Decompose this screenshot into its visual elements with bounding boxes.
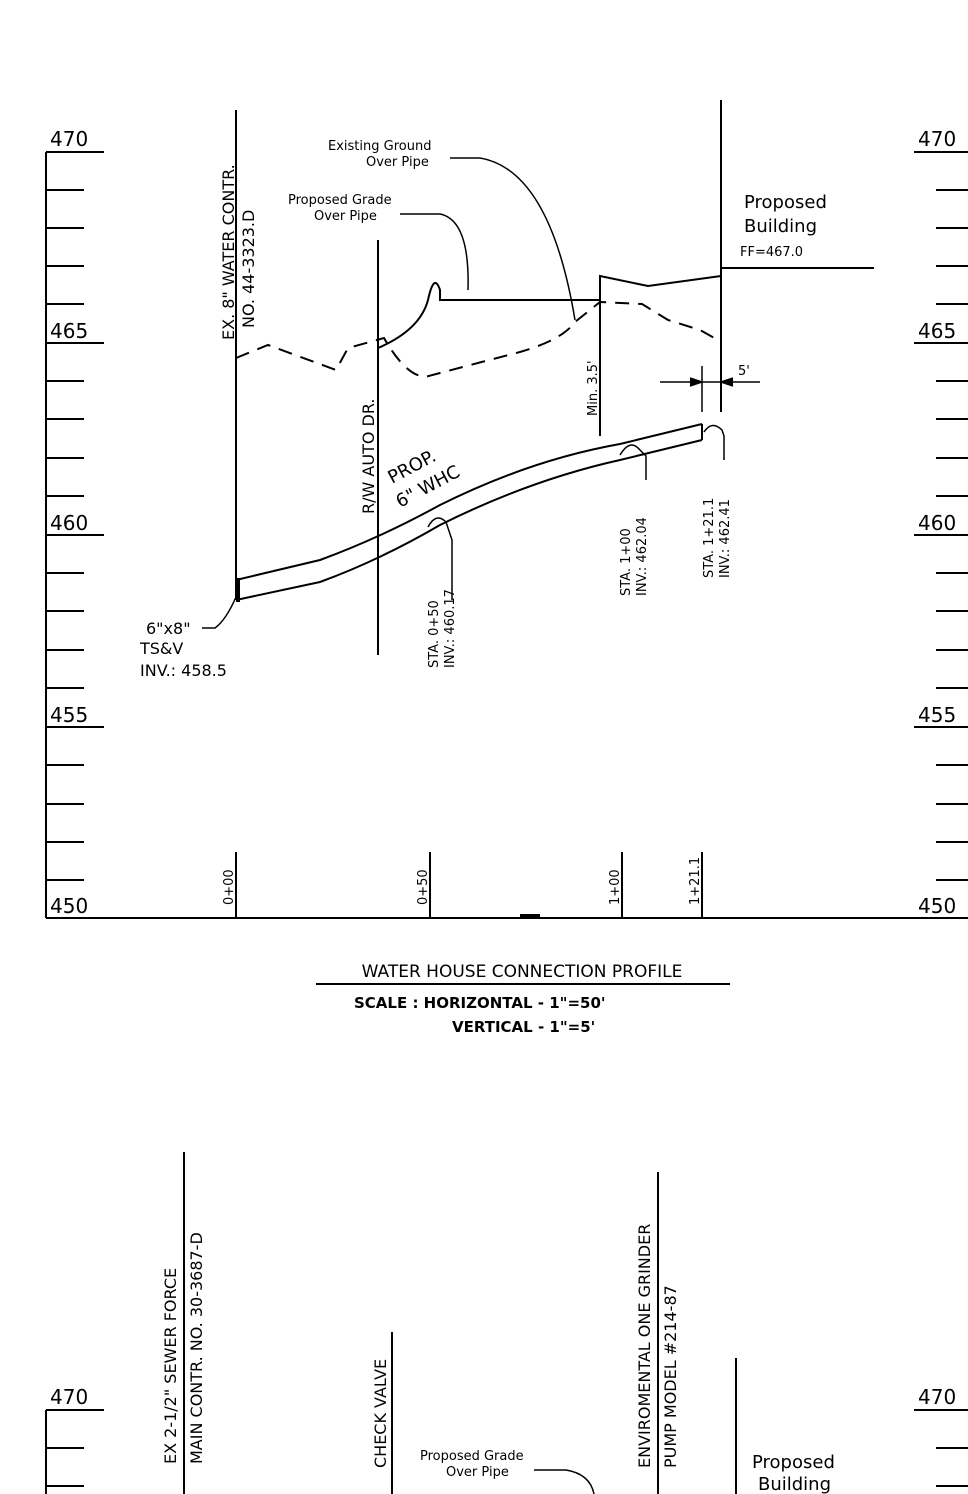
tee-label-1: 6"x8" [146,619,191,638]
building-label-1: Proposed [744,192,827,213]
profile-2 [45,1152,968,1494]
building2-label-1: Proposed [752,1452,835,1473]
proposed-grade-leader [400,213,469,291]
row-label: R/W AUTO DR. [359,399,378,514]
proposed-grade-label-2: Over Pipe [314,209,377,224]
proposed-pipe-bottom [235,439,703,601]
existing-main-label-1: EX. 8" WATER CONTR. [219,164,238,340]
elev-right-470: 470 [918,127,956,151]
offset-label: 5' [738,364,750,379]
finish-floor-label: FF=467.0 [740,245,803,260]
pump-label-2: PUMP MODEL #214-87 [661,1285,680,1468]
offset-dimension [660,366,760,412]
right-elevation-scale [914,151,968,881]
sta-1211-inv: INV.: 462.41 [718,499,733,578]
sta-100-label: STA. 1+00 [619,528,634,596]
scale-horizontal: SCALE : HORIZONTAL - 1"=50' [354,994,605,1012]
elev-right-455: 455 [918,703,956,727]
elev-right-465: 465 [918,319,956,343]
proposed-grade-line [377,274,722,349]
elev-right-450: 450 [918,894,956,918]
proposed-grade-leader-2 [534,1469,595,1494]
sta-050-label: STA. 0+50 [427,600,442,668]
sta-1211-leader [703,424,725,460]
proposed-grade-label-1: Proposed Grade [288,193,392,208]
existing-ground-leader [450,157,576,321]
left-elevation-scale [45,151,968,919]
force-main-label-2: MAIN CONTR. NO. 30-3687-D [187,1232,206,1464]
station-0-00: 0+00 [222,869,237,905]
elev2-right-470: 470 [918,1385,956,1409]
elev-left-450: 450 [50,894,88,918]
check-valve-label: CHECK VALVE [371,1359,390,1468]
pump-label-1: ENVIROMENTAL ONE GRINDER [635,1224,654,1468]
elev-left-455: 455 [50,703,88,727]
elev-left-470: 470 [50,127,88,151]
station-ticks [235,852,703,918]
building2-label-2: Building [758,1474,831,1494]
sta-1211-label: STA. 1+21.1 [702,498,717,578]
elev2-left-470: 470 [50,1385,88,1409]
proposed-grade2-label-1: Proposed Grade [420,1449,524,1464]
profile-2-text: 470 470 EX 2-1/2" SEWER FORCE MAIN CONTR… [50,1224,956,1494]
tee-label-3: INV.: 458.5 [140,661,227,680]
left-elevation-scale-2 [45,1409,104,1494]
tee-label-2: TS&V [139,639,183,658]
proposed-grade2-label-2: Over Pipe [446,1465,509,1480]
elev-left-465: 465 [50,319,88,343]
force-main-label-1: EX 2-1/2" SEWER FORCE [161,1268,180,1464]
elev-right-460: 460 [918,511,956,535]
profile-1-text: 470 465 460 455 450 470 465 460 455 450 … [50,127,956,1036]
sta-100-leader [619,444,647,480]
existing-main-label-2: NO. 44-3323.D [239,210,258,328]
station-1-00: 1+00 [608,869,623,905]
building-label-2: Building [744,216,817,237]
sta-050-inv: INV.: 460.17 [443,589,458,668]
elev-left-460: 460 [50,511,88,535]
profile-1 [45,100,968,919]
existing-ground-line [235,300,719,379]
existing-ground-label-1: Existing Ground [328,139,431,154]
profile-title: WATER HOUSE CONNECTION PROFILE [362,962,683,982]
existing-ground-label-2: Over Pipe [366,155,429,170]
tee-leader [202,596,237,629]
station-0-50: 0+50 [416,869,431,905]
min-cover-label: Min. 3.5' [586,360,601,416]
right-elevation-scale-2 [914,1409,968,1487]
sta-050-leader [427,517,453,600]
sta-100-inv: INV.: 462.04 [635,517,650,596]
station-1-21-1: 1+21.1 [688,857,703,905]
scale-vertical: VERTICAL - 1"=5' [452,1018,595,1036]
proposed-pipe-top [235,423,703,581]
